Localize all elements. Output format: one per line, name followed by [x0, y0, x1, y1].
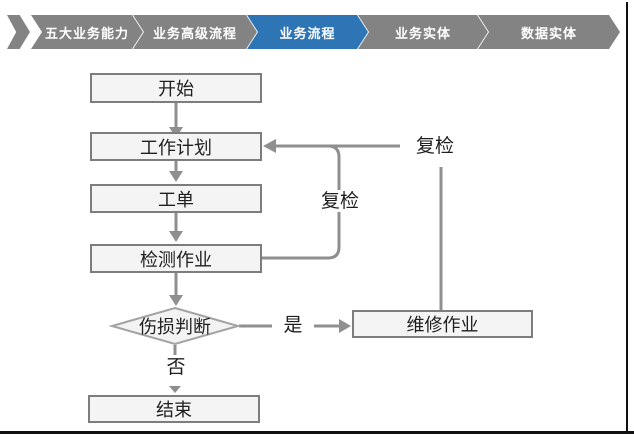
breadcrumb-label: 业务实体 — [394, 26, 451, 42]
breadcrumb-item-high-level-process[interactable]: 业务高级流程 — [133, 15, 257, 49]
node-start: 开始 — [90, 73, 262, 103]
node-end: 结束 — [88, 395, 260, 423]
breadcrumb-label: 业务高级流程 — [152, 26, 237, 42]
breadcrumb-label: 五大业务能力 — [44, 26, 129, 42]
arrowhead-to-decision — [169, 295, 183, 306]
node-label: 工单 — [158, 189, 194, 211]
node-label: 开始 — [158, 79, 194, 100]
node-repair-job: 维修作业 — [352, 310, 533, 338]
edge-label-recheck-inner: 复检 — [319, 190, 361, 212]
node-damage-decision: 伤损判断 — [112, 308, 238, 344]
edge-recheck-inner-loop — [262, 144, 341, 260]
breadcrumb-item-business-entity[interactable]: 业务实体 — [358, 15, 488, 49]
decision-diamond-shape — [108, 306, 242, 346]
edge-label-recheck-outer: 复检 — [410, 135, 460, 157]
edge-label-no: 否 — [163, 356, 189, 378]
breadcrumb-label: 数据实体 — [520, 26, 577, 42]
arrowhead-to-inspect — [169, 231, 183, 242]
arrowhead-recheck-to-plan — [263, 139, 276, 153]
page-border-right — [626, 2, 628, 434]
arrowhead-to-end — [169, 386, 181, 393]
node-work-order: 工单 — [90, 184, 262, 213]
breadcrumb-item-business-process-active[interactable]: 业务流程 — [247, 15, 368, 49]
breadcrumb-item-data-entity[interactable]: 数据实体 — [478, 15, 620, 49]
breadcrumb-item-five-capabilities[interactable]: 五大业务能力 — [31, 15, 143, 49]
node-label: 检测作业 — [140, 249, 212, 271]
node-label: 结束 — [156, 400, 192, 421]
breadcrumb-label: 业务流程 — [279, 26, 336, 42]
arrowhead-to-order — [169, 171, 183, 182]
node-inspection-job: 检测作业 — [90, 244, 262, 273]
edge-label-yes: 是 — [280, 314, 306, 336]
node-label: 维修作业 — [406, 315, 479, 336]
page-border-bottom — [0, 431, 634, 434]
node-work-plan: 工作计划 — [90, 132, 262, 161]
node-label: 工作计划 — [140, 137, 212, 159]
breadcrumb-start-chevron-icon — [7, 15, 30, 49]
node-label: 伤损判断 — [139, 317, 211, 338]
arrowhead-to-repair — [339, 319, 351, 333]
